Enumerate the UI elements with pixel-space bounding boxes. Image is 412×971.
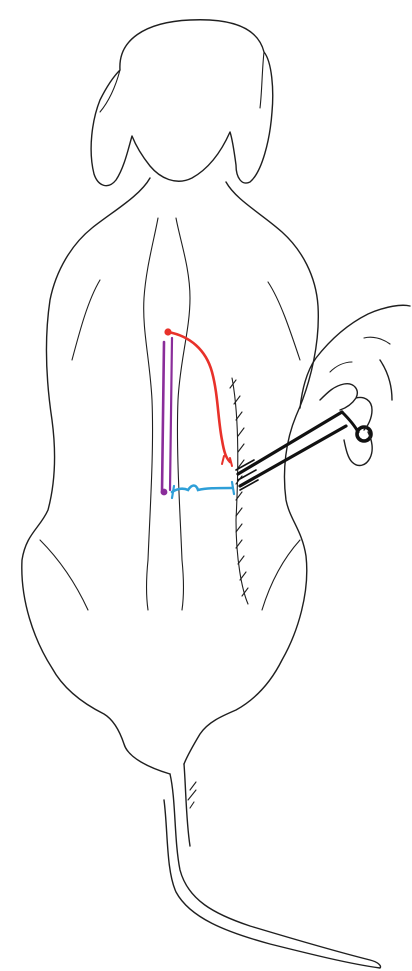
- purple-vessel: [161, 338, 172, 495]
- purple-vessel-line-left: [162, 342, 164, 492]
- dog-tail: [164, 774, 381, 968]
- dog-hip-left: [40, 540, 88, 610]
- dog-shoulder-left: [72, 280, 100, 360]
- dog-spine-left: [144, 218, 158, 610]
- dog-head: [91, 20, 273, 186]
- dog-ear-left: [100, 70, 120, 112]
- purple-vessel-node: [161, 489, 168, 496]
- blue-vessel: [172, 482, 234, 498]
- dog-shoulder-right: [268, 282, 300, 360]
- hand-finger-lines: [330, 337, 390, 372]
- purple-vessel-line-right: [170, 338, 172, 490]
- dog-ear-right: [260, 52, 264, 108]
- dog-tail-base: [184, 764, 190, 846]
- red-vessel: [164, 328, 232, 466]
- forceps-jaw-lower: [240, 426, 346, 486]
- dog-hip-right: [262, 540, 300, 610]
- forceps-jaw-upper: [238, 412, 342, 474]
- forceps-handle: [342, 412, 358, 432]
- dog-spine-right: [176, 218, 190, 610]
- forceps: [236, 412, 371, 490]
- blue-vessel-line: [172, 486, 232, 493]
- dog-outline: [22, 20, 381, 968]
- tail-mark: [188, 782, 196, 808]
